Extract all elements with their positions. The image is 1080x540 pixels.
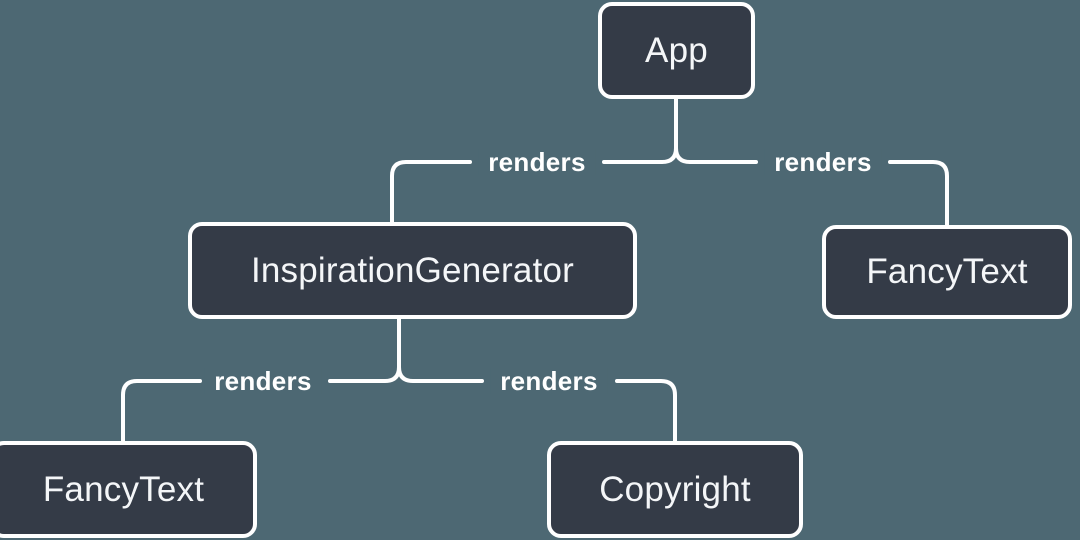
edge-app-stem-right: [674, 146, 758, 164]
edge-label-inspirationgenerator-to-copyright: renders: [490, 368, 608, 394]
node-fancytext-right-label: FancyText: [866, 252, 1028, 291]
node-fancytext-bottom-left-label: FancyText: [42, 469, 205, 509]
node-inspiration-generator-label: InspirationGenerator: [250, 250, 575, 290]
node-copyright-label: Copyright: [599, 469, 751, 509]
node-fancytext-bottom-left[interactable]: FancyText: [0, 441, 257, 538]
edge-label-app-to-inspirationgenerator: renders: [478, 149, 596, 175]
edge-app-stem: [602, 97, 678, 164]
edge-inspirationgenerator-stem: [328, 317, 401, 383]
node-app[interactable]: App: [598, 2, 755, 99]
node-fancytext-right[interactable]: FancyText: [822, 225, 1072, 319]
edge-label-app-to-fancytext: renders: [764, 149, 882, 175]
edge-app-to-inspirationgenerator: [390, 160, 472, 224]
edge-label-inspirationgenerator-to-fancytext: renders: [204, 368, 322, 394]
edge-inspirationgenerator-to-copyright: [615, 379, 677, 443]
node-app-label: App: [645, 30, 708, 70]
edge-app-to-fancytext: [888, 160, 949, 227]
edge-inspirationgenerator-to-fancytext: [121, 379, 202, 443]
edge-inspirationgenerator-stem-right: [397, 365, 484, 383]
node-copyright[interactable]: Copyright: [547, 441, 803, 538]
node-inspiration-generator[interactable]: InspirationGenerator: [188, 222, 637, 319]
